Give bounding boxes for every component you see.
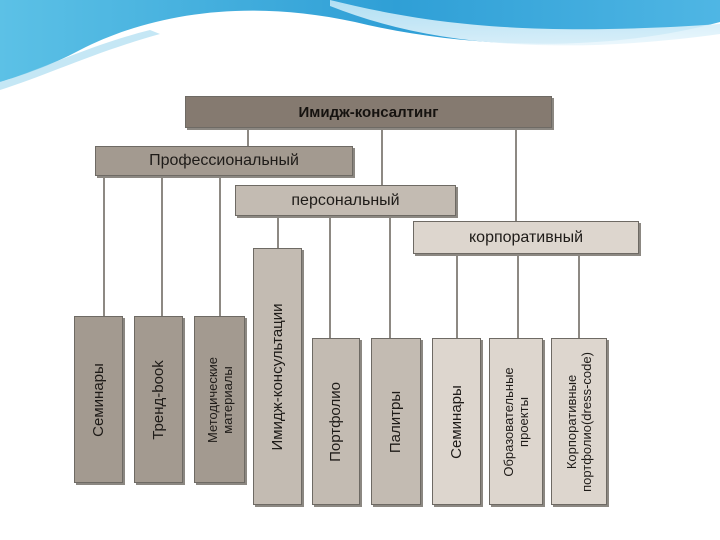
leaf-corp-edu-projects: Образовательные проекты [489,338,543,505]
connector-pers-leaf-1 [277,216,279,248]
root-node: Имидж-консалтинг [185,96,552,128]
header-wave-decoration [0,0,720,90]
branch-personal-label: персональный [291,191,400,209]
leaf-prof-materials-label: Методические материалы [204,356,235,443]
branch-professional: Профессиональный [95,146,353,176]
leaf-corp-portfolio: Корпоративные портфолио(dress-code) [551,338,607,505]
root-node-label: Имидж-консалтинг [298,103,439,121]
connector-corp-leaf-2 [517,254,519,338]
leaf-pers-consultations: Имидж-консультации [253,248,302,505]
leaf-pers-palettes: Палитры [371,338,421,505]
branch-personal: персональный [235,185,456,216]
connector-root-prof [247,128,249,146]
leaf-pers-palettes-label: Палитры [387,390,404,453]
branch-professional-label: Профессиональный [149,152,299,169]
connector-prof-leaf-3 [219,176,221,316]
leaf-corp-seminars-label: Семинары [447,384,465,459]
leaf-prof-trendbook-label: Тренд-book [149,359,167,440]
leaf-pers-portfolio: Портфолио [312,338,360,505]
leaf-prof-seminars-label: Семинары [89,362,107,437]
leaf-pers-portfolio-label: Портфолио [327,381,344,462]
connector-corp-leaf-1 [456,254,458,338]
leaf-prof-materials: Методические материалы [194,316,245,483]
leaf-prof-seminars: Семинары [74,316,123,483]
leaf-corp-seminars: Семинары [432,338,481,505]
leaf-pers-consultations-label: Имидж-консультации [268,302,286,451]
leaf-corp-portfolio-label: Корпоративные портфолио(dress-code) [564,351,594,492]
connector-corp-leaf-3 [578,254,580,338]
leaf-corp-edu-projects-label: Образовательные проекты [501,366,531,477]
connector-pers-leaf-2 [329,216,331,338]
connector-root-corp [515,128,517,221]
connector-prof-leaf-1 [103,176,105,316]
connector-root-pers [381,128,383,185]
connector-pers-leaf-3 [389,216,391,338]
leaf-prof-trendbook: Тренд-book [134,316,183,483]
branch-corporate-label: корпоративный [468,228,584,246]
branch-corporate: корпоративный [413,221,639,254]
connector-prof-leaf-2 [161,176,163,316]
